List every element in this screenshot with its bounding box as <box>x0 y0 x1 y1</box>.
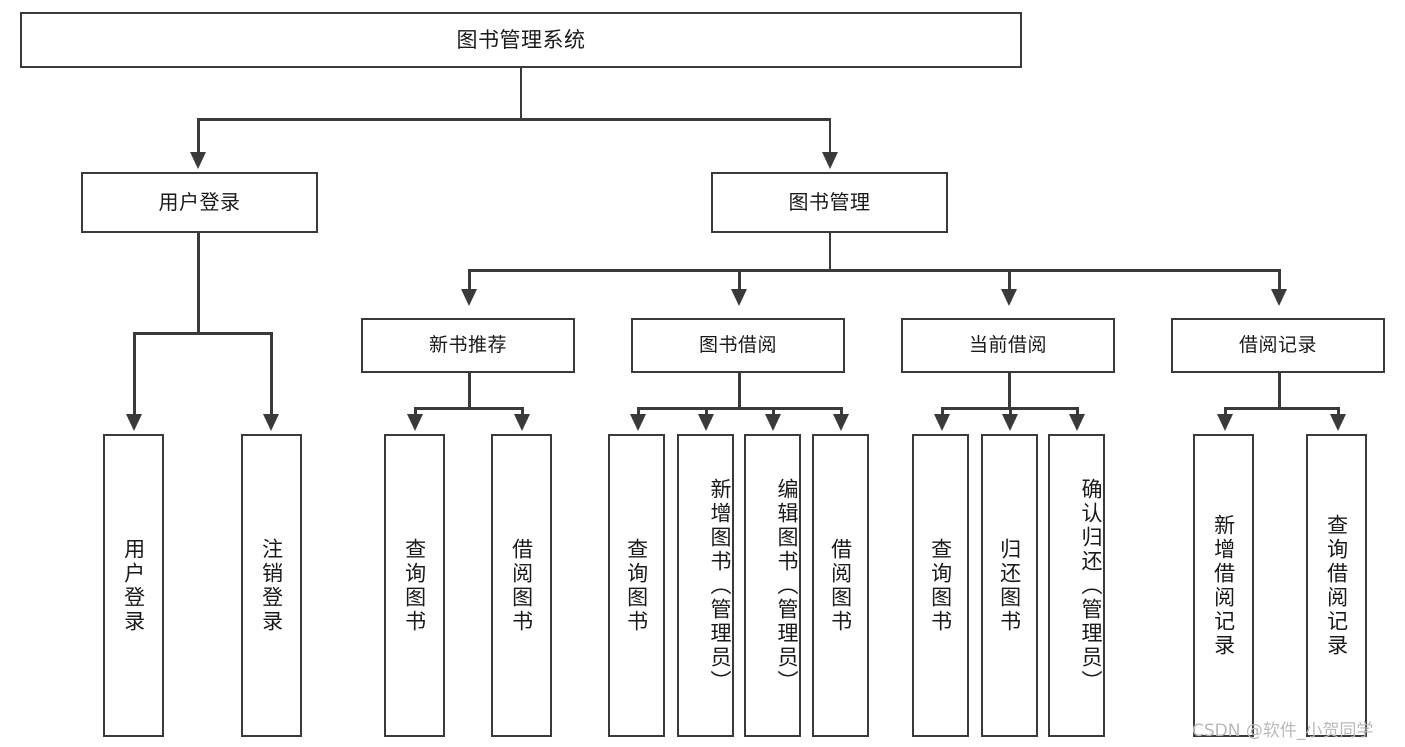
leaf-logout-login[interactable]: 注销登录 <box>241 434 302 737</box>
arrow-root-to-user-login <box>190 152 207 169</box>
leaf-label: 查询图书 <box>928 537 953 634</box>
leaf-label: 归还图书 <box>997 537 1022 634</box>
connector-root-stem <box>519 67 523 119</box>
connector-current-borrow-to-leaf-2 <box>1009 407 1012 417</box>
arrow-new-book-to-leaf-2 <box>514 414 531 431</box>
connector-borrow-record-bar <box>1224 407 1339 410</box>
connector-book-borrow-bar <box>637 407 842 410</box>
connector-user-login-stem <box>197 232 200 334</box>
leaf-query-borrow-record[interactable]: 查询借阅记录 <box>1306 434 1367 737</box>
leaf-borrow-book[interactable]: 借阅图书 <box>812 434 869 737</box>
node-root-book-management-system[interactable]: 图书管理系统 <box>20 12 1022 68</box>
node-new-book-recommend[interactable]: 新书推荐 <box>361 318 575 373</box>
connector-current-borrow-to-leaf-1 <box>941 407 944 417</box>
arrow-book-borrow-to-leaf-4 <box>833 414 850 431</box>
leaf-label: 编辑图书（管理员） <box>775 477 799 694</box>
leaf-edit-book-admin[interactable]: 编辑图书（管理员） <box>744 434 801 737</box>
connector-book-mgmt-to-book-borrow <box>738 269 741 291</box>
connector-new-book-bar <box>414 407 523 410</box>
leaf-borrow-book-new-recommend[interactable]: 借阅图书 <box>491 434 552 737</box>
arrow-user-login-to-leaf-1 <box>126 414 143 431</box>
connector-new-book-stem <box>468 372 471 409</box>
arrow-current-borrow-to-leaf-3 <box>1069 414 1086 431</box>
connector-user-login-bar <box>133 332 272 335</box>
connector-current-borrow-to-leaf-3 <box>1076 407 1079 417</box>
leaf-label: 借阅图书 <box>828 537 853 634</box>
node-book-management[interactable]: 图书管理 <box>711 172 948 233</box>
arrow-borrow-record-to-leaf-1 <box>1217 414 1234 431</box>
connector-book-borrow-to-leaf-1 <box>637 407 640 417</box>
arrow-current-borrow-to-leaf-2 <box>1002 414 1019 431</box>
connector-book-mgmt-bar <box>468 269 1279 272</box>
connector-book-mgmt-stem <box>828 233 832 271</box>
connector-root-to-book-mgmt <box>828 118 832 154</box>
leaf-label: 新增借阅记录 <box>1211 513 1236 658</box>
connector-book-mgmt-to-new-book <box>468 269 471 291</box>
leaf-query-book-current[interactable]: 查询图书 <box>912 434 969 737</box>
node-book-borrow[interactable]: 图书借阅 <box>631 318 845 373</box>
connector-book-borrow-to-leaf-2 <box>705 407 708 417</box>
leaf-label: 查询借阅记录 <box>1324 513 1349 658</box>
connector-borrow-record-to-leaf-1 <box>1224 407 1227 417</box>
arrow-book-borrow-to-leaf-2 <box>698 414 715 431</box>
leaf-label: 新增图书（管理员） <box>708 477 732 694</box>
connector-root-bar <box>197 118 831 121</box>
leaf-add-borrow-record[interactable]: 新增借阅记录 <box>1193 434 1254 737</box>
leaf-label: 确认归还（管理员） <box>1079 477 1103 694</box>
leaf-label: 用户登录 <box>121 537 146 634</box>
leaf-label: 借阅图书 <box>509 537 534 634</box>
leaf-query-book-borrow[interactable]: 查询图书 <box>608 434 665 737</box>
connector-current-borrow-stem <box>1008 372 1011 409</box>
arrow-book-borrow-to-leaf-1 <box>630 414 647 431</box>
connector-root-to-user-login <box>197 118 200 154</box>
leaf-label: 查询图书 <box>624 537 649 634</box>
connector-borrow-record-to-leaf-2 <box>1337 407 1340 417</box>
connector-borrow-record-stem <box>1278 372 1281 409</box>
arrow-user-login-to-leaf-2 <box>263 414 280 431</box>
arrow-current-borrow-to-leaf-1 <box>934 414 951 431</box>
connector-book-borrow-to-leaf-3 <box>772 407 775 417</box>
leaf-return-book[interactable]: 归还图书 <box>981 434 1038 737</box>
leaf-user-login[interactable]: 用户登录 <box>103 434 164 737</box>
leaf-add-book-admin[interactable]: 新增图书（管理员） <box>677 434 734 737</box>
node-user-login[interactable]: 用户登录 <box>81 172 318 233</box>
leaf-query-book-new-recommend[interactable]: 查询图书 <box>384 434 445 737</box>
arrow-borrow-record-to-leaf-2 <box>1330 414 1347 431</box>
arrow-book-mgmt-to-current-borrow <box>1001 289 1018 306</box>
watermark-text: CSDN @软件_小贺同学 <box>1192 721 1374 741</box>
arrow-book-mgmt-to-new-book <box>461 289 478 306</box>
connector-book-mgmt-to-current-borrow <box>1008 269 1011 291</box>
connector-user-login-to-leaf-2 <box>270 332 273 417</box>
connector-book-mgmt-to-borrow-record <box>1278 269 1281 291</box>
node-borrow-record[interactable]: 借阅记录 <box>1171 318 1385 373</box>
connector-new-book-to-leaf-1 <box>414 407 417 417</box>
arrow-book-mgmt-to-book-borrow <box>731 289 748 306</box>
connector-book-borrow-to-leaf-4 <box>840 407 843 417</box>
connector-new-book-to-leaf-2 <box>521 407 524 417</box>
node-current-borrow[interactable]: 当前借阅 <box>901 318 1115 373</box>
arrow-book-mgmt-to-borrow-record <box>1271 289 1288 306</box>
leaf-label: 查询图书 <box>402 537 427 634</box>
arrow-new-book-to-leaf-1 <box>407 414 424 431</box>
leaf-label: 注销登录 <box>259 537 284 634</box>
connector-user-login-to-leaf-1 <box>133 332 136 417</box>
arrow-root-to-book-mgmt <box>821 152 838 169</box>
connector-book-borrow-stem <box>738 372 741 409</box>
leaf-confirm-return-admin[interactable]: 确认归还（管理员） <box>1048 434 1105 737</box>
arrow-book-borrow-to-leaf-3 <box>765 414 782 431</box>
